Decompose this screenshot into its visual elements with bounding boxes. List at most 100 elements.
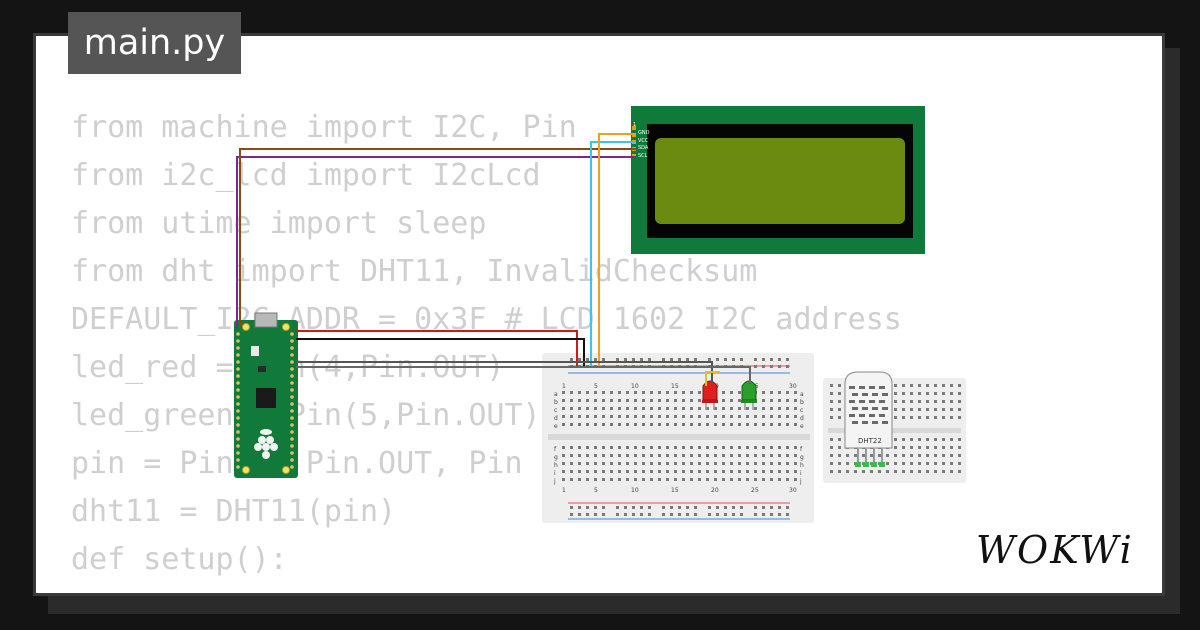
pico-pin	[236, 451, 240, 455]
breadboard-hole	[634, 391, 637, 394]
pico-pin	[236, 339, 240, 343]
breadboard-hole	[562, 446, 565, 449]
breadboard-hole	[616, 506, 619, 509]
breadboard-hole	[714, 415, 717, 418]
breadboard-hole	[894, 438, 897, 441]
wire-purple	[236, 156, 636, 328]
breadboard-hole	[658, 391, 661, 394]
wokwi-logo[interactable]: WOKWi	[976, 528, 1134, 572]
breadboard-hole	[902, 408, 905, 411]
dht22-sensor[interactable]: DHT22	[844, 371, 893, 467]
breadboard-hole	[722, 446, 725, 449]
breadboard-hole	[626, 478, 629, 481]
lcd-screen	[655, 138, 905, 224]
breadboard-grid-top	[562, 391, 797, 426]
breadboard-hole	[738, 391, 741, 394]
column-number: 10	[631, 383, 639, 390]
breadboard-hole	[942, 392, 945, 395]
breadboard-hole	[670, 513, 673, 516]
breadboard-hole	[786, 358, 789, 361]
breadboard-hole	[958, 462, 961, 465]
code-line: from dht import DHT11, InvalidChecksum	[71, 254, 758, 289]
pico-pin-rows	[236, 332, 294, 469]
breadboard-hole	[902, 400, 905, 403]
breadboard-hole	[690, 391, 693, 394]
pico-pin	[290, 416, 294, 420]
breadboard-hole	[578, 506, 581, 509]
breadboard-hole	[838, 384, 841, 387]
breadboard-hole	[794, 423, 797, 426]
code-line: pin = Pin(0, Pin.OUT, Pin	[71, 446, 523, 481]
breadboard-hole	[632, 358, 635, 361]
raspberry-pi-pico[interactable]	[234, 312, 298, 478]
row-letter: d	[554, 415, 558, 422]
breadboard-hole	[690, 446, 693, 449]
pico-pin	[236, 430, 240, 434]
breadboard-hole	[594, 423, 597, 426]
breadboard-hole	[958, 470, 961, 473]
pico-pin	[236, 395, 240, 399]
breadboard-hole	[794, 407, 797, 410]
breadboard-hole	[698, 478, 701, 481]
breadboard-hole	[830, 462, 833, 465]
breadboard-hole	[616, 358, 619, 361]
wire-gray-2	[296, 366, 751, 384]
breadboard-hole	[902, 462, 905, 465]
breadboard-hole	[910, 408, 913, 411]
breadboard-hole	[950, 384, 953, 387]
breadboard-hole	[586, 391, 589, 394]
column-number: 1	[562, 487, 566, 494]
breadboard-hole	[706, 423, 709, 426]
breadboard-hole	[958, 454, 961, 457]
breadboard-hole	[746, 454, 749, 457]
breadboard-hole	[746, 462, 749, 465]
breadboard-hole	[958, 416, 961, 419]
breadboard-hole	[666, 454, 669, 457]
breadboard-hole	[770, 470, 773, 473]
breadboard-hole	[618, 446, 621, 449]
breadboard-hole	[738, 454, 741, 457]
breadboard-hole	[616, 513, 619, 516]
breadboard-hole	[648, 506, 651, 509]
dht22-vent	[862, 407, 868, 410]
row-letter: b	[554, 399, 558, 406]
breadboard-hole	[690, 415, 693, 418]
breadboard-hole	[730, 407, 733, 410]
wires	[236, 133, 751, 386]
dht22-vent	[869, 400, 875, 403]
breadboard-hole	[910, 454, 913, 457]
breadboard-hole	[762, 423, 765, 426]
breadboard-hole	[910, 384, 913, 387]
breadboard-hole	[926, 454, 929, 457]
breadboard-hole	[838, 438, 841, 441]
breadboard-hole	[942, 462, 945, 465]
breadboard-hole	[730, 391, 733, 394]
breadboard-hole	[722, 423, 725, 426]
file-tab[interactable]: main.py	[68, 12, 241, 74]
dht22-vent	[859, 414, 865, 417]
lcd-1602[interactable]: 1 GND VCC SDA SCL	[631, 106, 925, 254]
breadboard-hole	[786, 506, 789, 509]
pico-pin	[236, 346, 240, 350]
breadboard-hole	[578, 415, 581, 418]
breadboard-hole	[634, 423, 637, 426]
breadboard-hole	[910, 416, 913, 419]
breadboard-hole	[740, 513, 743, 516]
breadboard-hole	[586, 470, 589, 473]
breadboard-hole	[642, 470, 645, 473]
breadboard-hole	[926, 470, 929, 473]
breadboard-hole	[708, 506, 711, 509]
breadboard-hole	[716, 513, 719, 516]
breadboard-main[interactable]: 1 5 10 15 20 25 30 1 5 10 15 20 25 30 a …	[542, 353, 814, 523]
wire-gray	[296, 361, 713, 384]
breadboard-grid-bottom	[562, 446, 797, 481]
breadboard-hole	[682, 446, 685, 449]
breadboard-mini[interactable]	[823, 378, 966, 483]
breadboard-hole	[634, 478, 637, 481]
breadboard-hole	[918, 462, 921, 465]
breadboard-hole	[778, 365, 781, 368]
breadboard-hole	[746, 470, 749, 473]
breadboard-hole	[570, 470, 573, 473]
breadboard-hole	[762, 391, 765, 394]
breadboard-hole	[562, 454, 565, 457]
